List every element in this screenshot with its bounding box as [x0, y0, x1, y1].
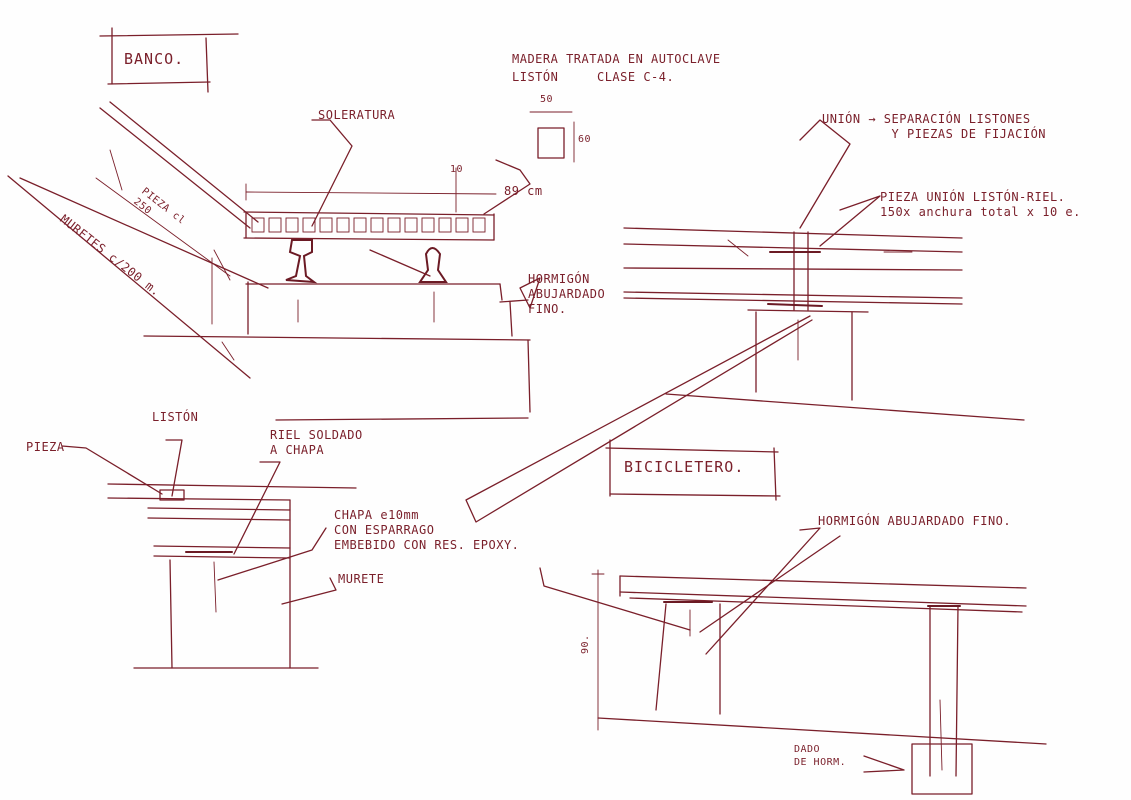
- solera-label: SOLERATURA: [318, 108, 396, 122]
- rail-detail: [61, 439, 357, 669]
- bench-slat: [421, 217, 435, 233]
- material-line-2: LISTÓN CLASE C-4.: [512, 70, 675, 84]
- bench-slat: [285, 217, 299, 233]
- liston-section-detail: [529, 111, 575, 163]
- dimension-50: 50: [540, 94, 554, 105]
- liston-label: LISTÓN: [152, 410, 199, 424]
- bench-slat: [336, 217, 350, 233]
- bench-slat: [455, 217, 469, 233]
- bench-slat: [387, 217, 401, 233]
- murete-label: MURETE: [338, 572, 385, 586]
- dimension-60: 60: [578, 134, 592, 145]
- bench-slat: [319, 217, 333, 233]
- bicicletero-section: [539, 527, 1047, 795]
- dimension-90: 90.: [580, 634, 591, 654]
- bench-slat: [472, 217, 486, 233]
- dado-label: DADO DE HORM.: [794, 744, 847, 768]
- material-line-1: MADERA TRATADA EN AUTOCLAVE: [512, 52, 721, 66]
- pieza-union-label: PIEZA UNIÓN LISTÓN-RIEL. 150x anchura to…: [880, 190, 1081, 219]
- union-label: UNIÓN → SEPARACIÓN LISTONES Y PIEZAS DE …: [822, 112, 1047, 141]
- pieza-detail-label: PIEZA: [26, 440, 65, 454]
- chapa-label: CHAPA e10mm CON ESPARRAGO EMBEBIDO CON R…: [334, 508, 520, 552]
- bicicletero-title: BICICLETERO.: [624, 458, 745, 476]
- banco-section: [7, 101, 541, 421]
- dimension-10: 10: [450, 164, 464, 175]
- bench-slat: [438, 217, 452, 233]
- bench-slat: [251, 217, 265, 233]
- bench-slat: [370, 217, 384, 233]
- dimension-89cm: 89 cm: [504, 184, 543, 198]
- union-detail: [465, 119, 1025, 523]
- bicicletero-title-box: [605, 439, 781, 501]
- bench-slat: [302, 217, 316, 233]
- bench-slat: [353, 217, 367, 233]
- banco-title-box: [99, 27, 239, 93]
- hormigon-bici-label: HORMIGÓN ABUJARDADO FINO.: [818, 514, 1012, 528]
- bench-slat: [404, 217, 418, 233]
- bench-slat: [268, 217, 282, 233]
- riel-soldado-label: RIEL SOLDADO A CHAPA: [270, 428, 363, 457]
- banco-title: BANCO.: [124, 50, 185, 68]
- hormigon-banco-label: HORMIGÓN ABUJARDADO FINO.: [528, 272, 606, 316]
